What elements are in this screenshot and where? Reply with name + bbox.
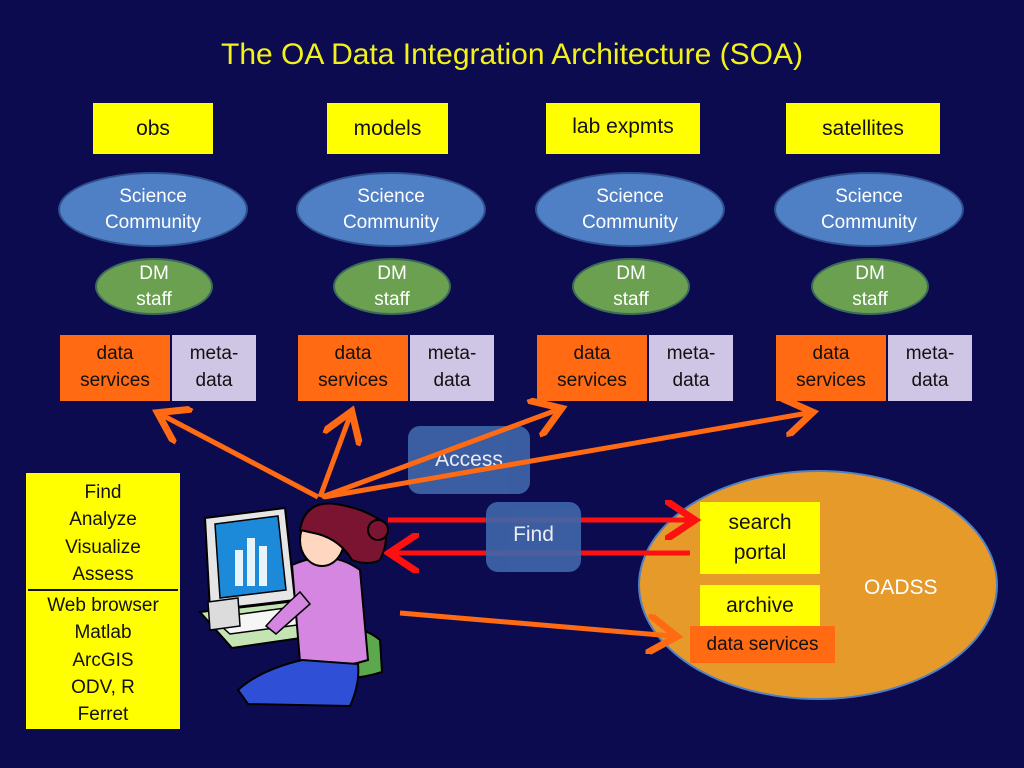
find-pill: Find [486, 502, 581, 572]
access-arrow-obs [162, 415, 320, 500]
software-item: Matlab [74, 622, 132, 644]
source-box-models: models [327, 103, 448, 154]
box-line: data [433, 370, 471, 391]
software-item: ArcGIS [72, 649, 134, 671]
oval-line: staff [613, 288, 649, 310]
box-line: data [573, 343, 611, 365]
oval-line: Community [820, 211, 918, 233]
tools-divider [28, 589, 178, 592]
task-item: Visualize [65, 536, 141, 558]
task-item: Assess [72, 563, 134, 585]
oval-line: staff [136, 288, 172, 310]
software-item: Web browser [47, 595, 159, 617]
software-item: Ferret [77, 704, 129, 726]
data-services-box: data services [690, 626, 835, 663]
access-arrow-lab [321, 410, 557, 500]
access-arrow-models [317, 416, 350, 498]
user-at-computer-icon [197, 502, 389, 708]
box-line: search [728, 510, 792, 534]
archive-box: archive [700, 585, 820, 626]
box-line: data [334, 343, 372, 365]
oval-line: Science [596, 185, 664, 207]
metadata-box: meta-data [172, 335, 256, 401]
box-line: data [195, 370, 233, 391]
tools-list-box: Find Analyze Visualize Assess Web browse… [26, 473, 180, 729]
oval-line: Science [835, 185, 903, 207]
oval-line: Community [581, 211, 679, 233]
source-box-lab-expmts: lab expmts [546, 103, 700, 154]
data-services-box: data services [537, 335, 647, 401]
metadata-box: meta-data [649, 335, 733, 401]
oval-line: staff [852, 288, 888, 310]
box-line: portal [733, 541, 787, 564]
box-line: data [96, 343, 134, 365]
data-services-box: data services [60, 335, 170, 401]
task-item: Find [84, 482, 122, 503]
dm-staff-oval: DM staff [572, 258, 690, 315]
oval-line: DM [377, 262, 407, 284]
access-arrow-satellites [323, 413, 808, 500]
oval-line: Science [119, 185, 187, 207]
data-services-box: data services [776, 335, 886, 401]
metadata-box: meta-data [888, 335, 972, 401]
source-box-satellites: satellites [786, 103, 940, 154]
data-services-arrow [399, 610, 672, 636]
source-box-obs: obs [93, 103, 213, 154]
box-line: data [911, 370, 949, 391]
software-item: ODV, R [71, 677, 135, 699]
box-line: data [812, 343, 850, 365]
oval-line: DM [855, 262, 885, 284]
dm-staff-oval: DM staff [333, 258, 451, 315]
oval-line: Community [342, 211, 440, 233]
page-title: The OA Data Integration Architecture (SO… [221, 38, 803, 71]
dm-staff-oval: DM staff [95, 258, 213, 315]
oval-line: staff [374, 288, 410, 310]
dm-staff-oval: DM staff [811, 258, 929, 315]
box-line: meta- [666, 343, 716, 365]
box-line: meta- [905, 343, 955, 365]
oadss-label: OADSS [864, 576, 938, 599]
box-line: services [80, 370, 150, 391]
access-arrows [162, 410, 808, 636]
box-line: services [557, 370, 627, 391]
oval-line: DM [616, 262, 646, 284]
oval-line: DM [139, 262, 169, 284]
search-portal-box: search portal [700, 502, 820, 574]
metadata-box: meta-data [410, 335, 494, 401]
box-line: data [672, 370, 710, 391]
box-line: services [318, 370, 388, 391]
box-line: meta- [189, 343, 239, 365]
box-line: meta- [427, 343, 477, 365]
task-item: Analyze [69, 509, 137, 531]
oval-line: Community [104, 211, 202, 233]
data-services-box: data services [298, 335, 408, 401]
box-line: services [796, 370, 866, 391]
oval-line: Science [357, 185, 425, 207]
